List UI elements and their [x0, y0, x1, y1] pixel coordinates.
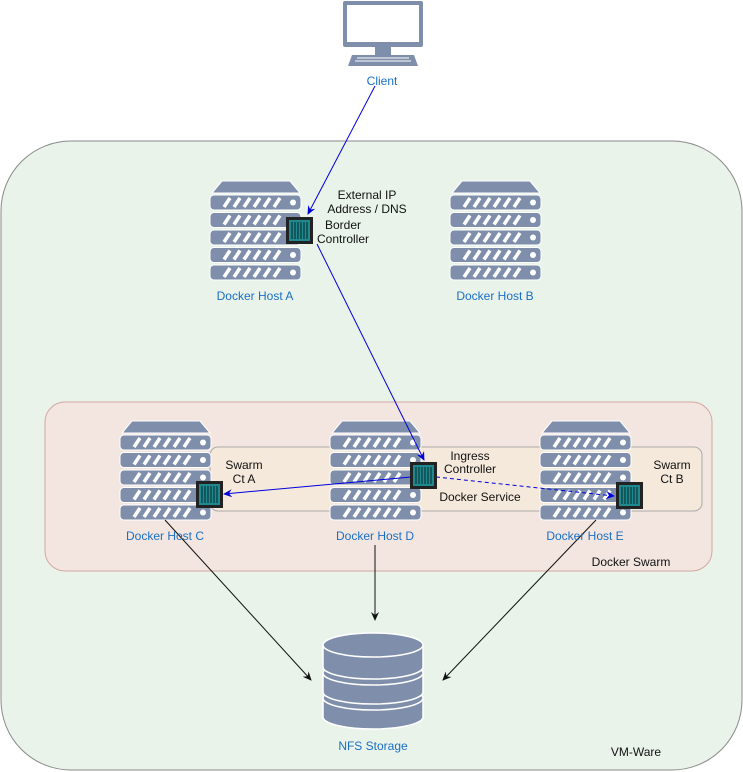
docker-host-a-label: Docker Host A	[217, 289, 294, 303]
swarm-ct-a-container-icon	[195, 480, 224, 509]
swarm-ct-b-container-icon	[615, 481, 644, 510]
external-ip-label-line2: Address / DNS	[327, 202, 406, 216]
client-to-border-link	[307, 85, 376, 215]
vmware-label: VM-Ware	[611, 745, 662, 759]
ingress-to-swarm-b-link	[435, 476, 615, 500]
swarm-ct-b-label-line1: Swarm	[653, 458, 690, 472]
border-controller-container-icon	[285, 216, 314, 245]
external-ip-label-line1: External IP	[338, 188, 397, 202]
client-label: Client	[367, 74, 398, 88]
ingress-controller-container-icon	[409, 461, 438, 490]
docker-service-label: Docker Service	[439, 490, 521, 504]
nfs-storage-label: NFS Storage	[338, 739, 408, 753]
host-c-to-nfs-link	[164, 519, 312, 681]
server-icon-host-b	[448, 179, 543, 282]
border-controller-label-line1: Border	[325, 218, 361, 232]
docker-host-d-label: Docker Host D	[336, 529, 414, 543]
ingress-controller-label-line2: Controller	[444, 462, 496, 476]
docker-host-e-label: Docker Host E	[546, 529, 623, 543]
docker-swarm-label: Docker Swarm	[592, 555, 671, 569]
database-icon	[322, 632, 424, 730]
host-e-to-nfs-link	[442, 519, 597, 681]
border-controller-label-line2: Controller	[317, 232, 369, 246]
swarm-ct-a-label-line2: Ct A	[233, 472, 256, 486]
swarm-ct-b-label-line2: Ct B	[660, 472, 683, 486]
docker-host-b-label: Docker Host B	[456, 289, 533, 303]
monitor-icon	[343, 1, 423, 66]
ingress-controller-label-line1: Ingress	[450, 449, 489, 463]
server-icon-host-d	[328, 419, 423, 522]
swarm-ct-a-label-line1: Swarm	[225, 458, 262, 472]
border-to-ingress-link	[316, 243, 425, 461]
ingress-to-swarm-a-link	[223, 476, 412, 498]
docker-host-c-label: Docker Host C	[126, 529, 204, 543]
